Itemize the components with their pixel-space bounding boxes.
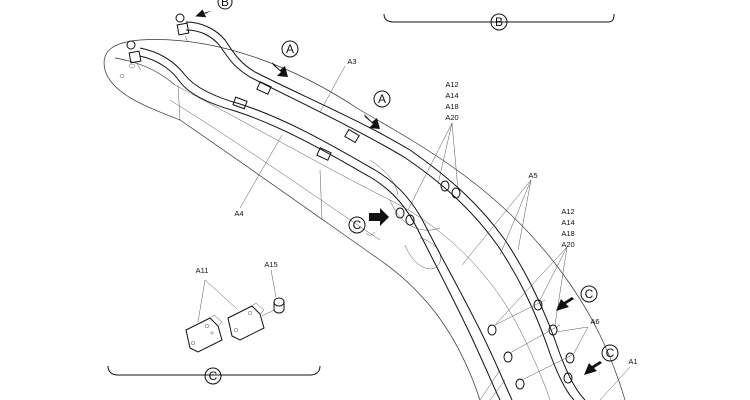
callout-c-right-lower: C	[601, 344, 619, 362]
arrow-c-left	[369, 208, 389, 226]
callout-c-right-upper: C	[580, 285, 598, 303]
bracket-plate-left	[185, 314, 223, 353]
label-a4: A4	[234, 209, 243, 218]
label-a15: A15	[264, 260, 277, 269]
leader-lines	[197, 65, 631, 400]
svg-text:B: B	[495, 15, 503, 29]
label-group-lower-4: A20	[561, 240, 574, 249]
part-labels: A3 A4 A5 A6 A1 A11 A15 A12 A14 A18 A20 A…	[196, 57, 638, 366]
svg-text:C: C	[585, 287, 594, 301]
label-group-upper-3: A18	[445, 102, 458, 111]
hose-a4	[139, 47, 513, 400]
arrow-a-mid	[364, 114, 380, 129]
hose-end-fittings	[126, 13, 190, 71]
callout-a-top: A	[281, 40, 299, 58]
label-group-lower-3: A18	[561, 229, 574, 238]
boom-outline	[103, 39, 626, 400]
label-group-upper-2: A14	[445, 91, 458, 100]
label-group-upper-1: A12	[445, 80, 458, 89]
svg-text:C: C	[209, 369, 218, 383]
label-group-lower-1: A12	[561, 207, 574, 216]
hose-a3	[185, 21, 586, 400]
fastener-a15	[261, 297, 285, 317]
svg-text:A: A	[378, 92, 386, 106]
label-a3: A3	[347, 57, 356, 66]
label-a5: A5	[528, 171, 537, 180]
bracket-c	[107, 365, 321, 376]
callout-c-left: C	[348, 216, 366, 234]
hose-clamps	[232, 81, 575, 390]
arrow-c-right-upper	[556, 297, 574, 311]
label-a1: A1	[628, 357, 637, 366]
label-a11: A11	[196, 266, 209, 275]
svg-text:A: A	[286, 42, 294, 56]
callout-a-mid: A	[373, 90, 391, 108]
svg-text:C: C	[606, 346, 615, 360]
arrow-a-top	[272, 62, 288, 77]
callout-b-top: B	[217, 0, 233, 10]
svg-text:C: C	[353, 218, 362, 232]
svg-text:B: B	[221, 0, 229, 9]
bracket-plate-right	[227, 302, 265, 341]
detail-c: C	[107, 297, 321, 385]
label-a6: A6	[590, 317, 599, 326]
arrow-c-right-lower	[584, 361, 602, 375]
label-group-upper-4: A20	[445, 113, 458, 122]
arrow-b-top	[195, 9, 214, 18]
label-group-lower-2: A14	[561, 218, 574, 227]
view-arrows	[195, 9, 602, 375]
bracket-b: B	[383, 13, 615, 31]
